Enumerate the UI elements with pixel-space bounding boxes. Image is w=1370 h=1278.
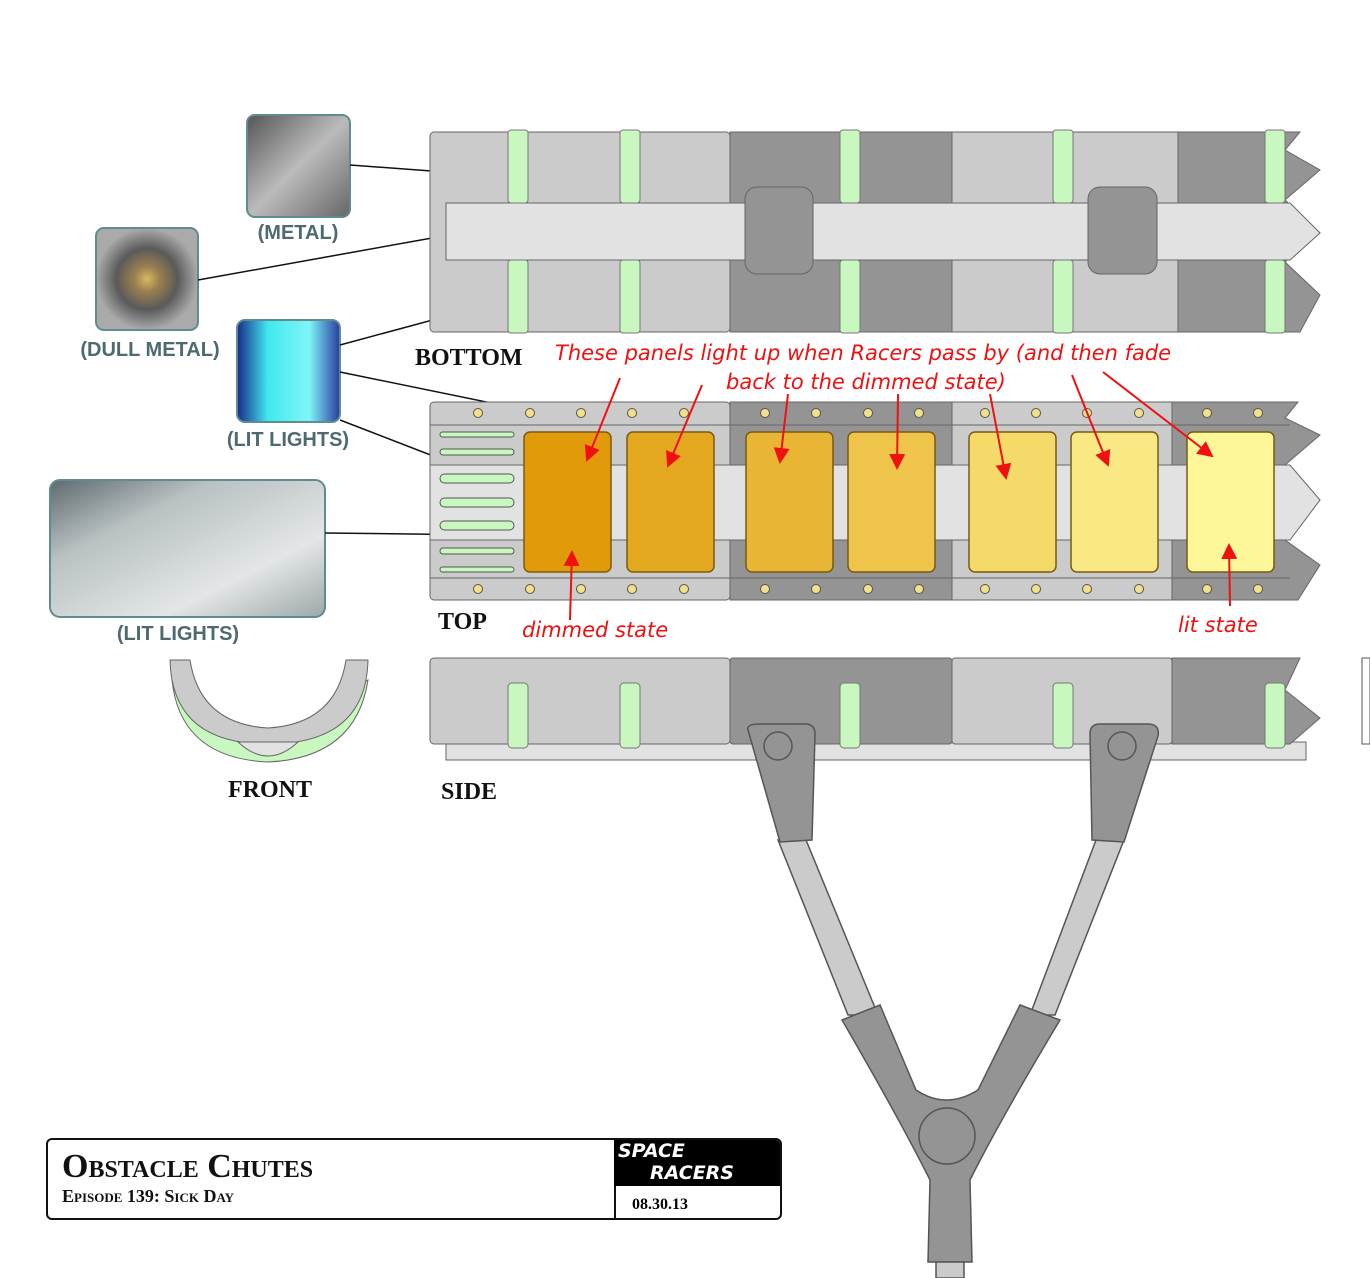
photo-label-lit-lights-2: (LIT LIGHTS) bbox=[117, 623, 239, 645]
support-strut bbox=[747, 723, 1160, 1278]
bolt bbox=[914, 408, 924, 418]
bolt bbox=[1202, 408, 1212, 418]
edge-fragment bbox=[1361, 657, 1370, 745]
bolt bbox=[811, 584, 821, 594]
bolt bbox=[760, 408, 770, 418]
side-view bbox=[429, 657, 1321, 761]
light-panel bbox=[1070, 431, 1159, 573]
annotation-dimmed-state: dimmed state bbox=[522, 618, 668, 642]
bolt bbox=[525, 584, 535, 594]
bolt bbox=[1134, 408, 1144, 418]
annotation-arrows bbox=[563, 371, 1238, 621]
view-label-side: SIDE bbox=[441, 779, 497, 805]
logo-line-2: RACERS bbox=[650, 1162, 734, 1184]
photo-lit-lights-small: (LIT LIGHTS) bbox=[227, 319, 349, 451]
bolt bbox=[473, 584, 483, 594]
photo-label-lit-lights-1: (LIT LIGHTS) bbox=[227, 429, 349, 451]
front-view bbox=[169, 659, 369, 763]
annotation-panels-light-up-2: back to the dimmed state) bbox=[726, 370, 1006, 394]
bolt bbox=[863, 584, 873, 594]
light-panel bbox=[745, 431, 834, 573]
bolt bbox=[473, 408, 483, 418]
bolt bbox=[525, 408, 535, 418]
view-label-top: TOP bbox=[438, 609, 487, 635]
bolt bbox=[760, 584, 770, 594]
bolt bbox=[627, 408, 637, 418]
photo-label-dull-metal: (DULL METAL) bbox=[80, 339, 219, 361]
bottom-view bbox=[429, 129, 1321, 334]
bolt bbox=[1031, 584, 1041, 594]
bolt bbox=[576, 584, 586, 594]
light-panel bbox=[523, 431, 612, 573]
light-panel bbox=[847, 431, 936, 573]
bolt bbox=[1253, 584, 1263, 594]
sheet-title: Obstacle Chutes bbox=[62, 1148, 314, 1185]
space-racers-logo: SPACE RACERS bbox=[614, 1140, 780, 1186]
view-label-front: FRONT bbox=[228, 777, 312, 803]
title-block: Obstacle Chutes Episode 139: Sick Day SP… bbox=[46, 1138, 782, 1220]
bolt bbox=[811, 408, 821, 418]
bolt bbox=[1253, 408, 1263, 418]
annotation-lit-state: lit state bbox=[1178, 613, 1258, 637]
light-panel bbox=[626, 431, 715, 573]
bolt bbox=[980, 584, 990, 594]
bolt bbox=[1202, 584, 1212, 594]
annotation-panels-light-up: These panels light up when Racers pass b… bbox=[555, 341, 1171, 365]
photo-label-metal: (METAL) bbox=[258, 222, 339, 244]
logo-line-1: SPACE bbox=[618, 1140, 685, 1162]
bolt bbox=[627, 584, 637, 594]
bolt bbox=[1134, 584, 1144, 594]
photo-dull-metal: (DULL METAL) bbox=[80, 227, 220, 361]
photo-lit-lights-large: (LIT LIGHTS) bbox=[49, 479, 326, 645]
bolt bbox=[863, 408, 873, 418]
light-panel bbox=[968, 431, 1057, 573]
bolt bbox=[1031, 408, 1041, 418]
top-view bbox=[429, 401, 1321, 601]
episode-subtitle: Episode 139: Sick Day bbox=[62, 1186, 235, 1206]
bolt bbox=[1082, 584, 1092, 594]
photo-metal: (METAL) bbox=[246, 114, 351, 244]
bolt bbox=[914, 584, 924, 594]
bolt bbox=[576, 408, 586, 418]
bolt bbox=[679, 408, 689, 418]
light-panel bbox=[1186, 431, 1275, 573]
sheet-date: 08.30.13 bbox=[614, 1186, 780, 1218]
view-label-bottom: BOTTOM bbox=[415, 345, 523, 371]
bolt bbox=[980, 408, 990, 418]
bolt bbox=[679, 584, 689, 594]
